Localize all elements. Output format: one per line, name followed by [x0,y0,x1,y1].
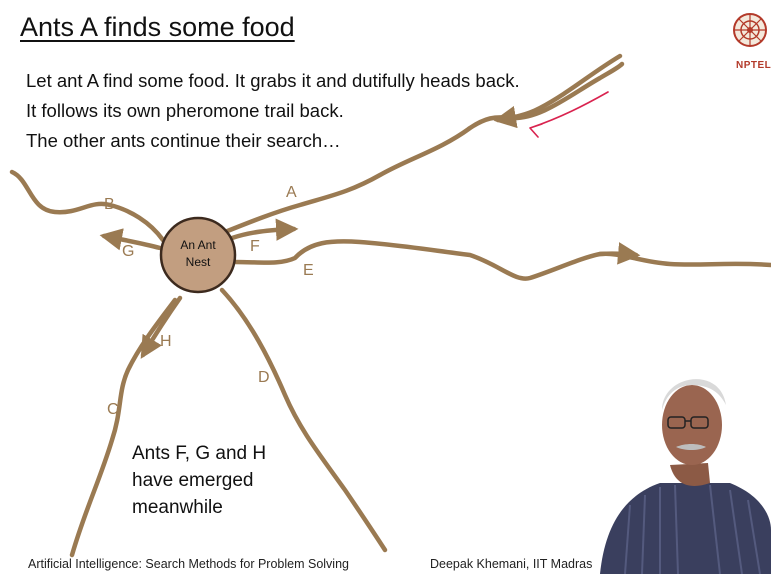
label-g: G [122,243,134,260]
note-line: Ants F, G and H [132,440,266,467]
label-a: A [286,184,297,201]
trail-e-arrow [600,254,636,255]
presenter-video [570,355,771,574]
footer-course: Artificial Intelligence: Search Methods … [28,557,349,571]
note-line: meanwhile [132,494,266,521]
nest-label-line2: Nest [186,255,211,269]
trail-f [232,229,294,238]
footer-author: Deepak Khemani, IIT Madras [430,557,592,571]
label-e: E [303,262,314,279]
note-line: have emerged [132,467,266,494]
label-d: D [258,369,270,386]
label-f: F [250,238,260,255]
label-h: H [160,333,172,350]
trail-a-return [498,56,620,120]
label-c: C [107,401,119,418]
trail-a [225,64,622,232]
emerged-note: Ants F, G and H have emerged meanwhile [132,440,266,521]
nest-label-line1: An Ant [180,238,216,252]
label-b: B [104,196,115,213]
trail-b [12,172,163,240]
trail-e [235,241,771,278]
